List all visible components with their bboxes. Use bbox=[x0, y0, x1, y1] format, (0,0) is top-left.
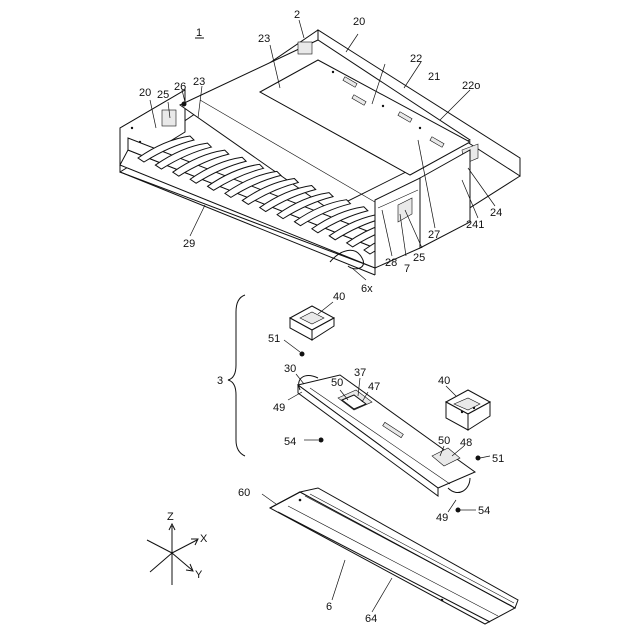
label-50-right: 50 bbox=[438, 435, 450, 447]
label-49-left: 49 bbox=[273, 402, 285, 414]
label-51-right: 51 bbox=[492, 453, 504, 465]
mounting-clip-top bbox=[290, 306, 334, 340]
label-23-left: 23 bbox=[193, 76, 205, 88]
label-40-right: 40 bbox=[438, 375, 450, 387]
label-47: 47 bbox=[368, 381, 380, 393]
label-51-top: 51 bbox=[268, 333, 280, 345]
label-20-top: 20 bbox=[353, 16, 365, 28]
label-64: 64 bbox=[365, 613, 377, 625]
label-6: 6 bbox=[326, 601, 332, 613]
label-40-top: 40 bbox=[333, 291, 345, 303]
label-241: 241 bbox=[466, 219, 484, 231]
label-21: 21 bbox=[428, 71, 440, 83]
axis-label-y: Y bbox=[195, 569, 203, 581]
label-22: 22 bbox=[410, 53, 422, 65]
label-29: 29 bbox=[183, 238, 195, 250]
label-37: 37 bbox=[354, 367, 366, 379]
label-25-right: 25 bbox=[413, 252, 425, 264]
label-6x: 6x bbox=[361, 283, 373, 295]
label-30: 30 bbox=[284, 363, 296, 375]
figure-number: 1 bbox=[196, 27, 202, 39]
label-60: 60 bbox=[238, 487, 250, 499]
axis-label-x: X bbox=[200, 533, 208, 545]
label-26: 26 bbox=[174, 81, 186, 93]
label-28: 28 bbox=[385, 257, 397, 269]
label-27: 27 bbox=[428, 229, 440, 241]
axis-label-z: Z bbox=[167, 511, 174, 523]
unit-brace bbox=[228, 295, 245, 456]
label-20-left: 20 bbox=[139, 87, 151, 99]
label-24: 24 bbox=[490, 207, 502, 219]
label-22o: 22o bbox=[462, 80, 480, 92]
mounting-clip-right bbox=[446, 390, 490, 430]
axis-indicator bbox=[147, 524, 198, 585]
label-7: 7 bbox=[404, 263, 410, 275]
label-23-top: 23 bbox=[258, 33, 270, 45]
label-49-right: 49 bbox=[436, 512, 448, 524]
label-48: 48 bbox=[460, 437, 472, 449]
label-3: 3 bbox=[217, 375, 223, 387]
label-2: 2 bbox=[294, 9, 300, 21]
label-50-left: 50 bbox=[331, 377, 343, 389]
label-25-left: 25 bbox=[157, 89, 169, 101]
label-54-right: 54 bbox=[478, 505, 490, 517]
label-54-left: 54 bbox=[284, 436, 296, 448]
